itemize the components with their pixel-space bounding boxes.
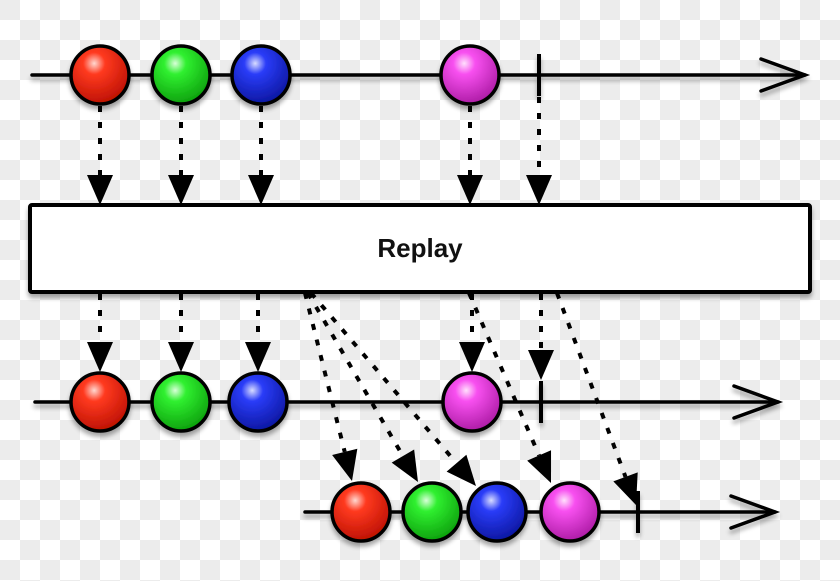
dotted-line	[306, 291, 405, 458]
source-observable	[30, 54, 811, 96]
time-arrow-icon	[759, 57, 811, 93]
marble-green-item	[401, 481, 463, 543]
time-arrow-icon	[729, 494, 781, 530]
completion-arrow	[528, 294, 554, 380]
arrowhead-icon	[332, 448, 358, 481]
arrowhead-icon	[245, 342, 271, 372]
marble-green-item	[150, 371, 212, 433]
arrowhead-icon	[87, 175, 113, 205]
dotted-line	[467, 292, 541, 457]
arrowhead-icon	[527, 450, 552, 483]
emission-arrow	[457, 106, 483, 205]
marble-magenta-item	[441, 371, 503, 433]
arrowhead-icon	[168, 342, 194, 372]
arrowhead-icon	[526, 175, 552, 205]
emission-arrow	[459, 294, 485, 372]
emission-arrow	[168, 294, 194, 372]
marble-red-item	[330, 481, 392, 543]
arrowhead-icon	[391, 449, 418, 482]
marble-magenta-item	[439, 44, 501, 106]
arrowhead-icon	[459, 342, 485, 372]
emission-arrow	[245, 294, 271, 372]
emission-arrow	[87, 106, 113, 205]
marble-green-item	[150, 44, 212, 106]
marble-red-item	[69, 44, 131, 106]
emission-arrow	[87, 294, 113, 372]
replay-operator-box	[28, 203, 812, 294]
arrowhead-icon	[457, 175, 483, 205]
early-subscriber-timeline	[33, 381, 784, 423]
arrowhead-icon	[613, 472, 638, 505]
replay-arrow	[309, 291, 476, 486]
emission-arrow	[248, 106, 274, 205]
completion-arrow	[526, 97, 552, 205]
marble-blue-item	[230, 44, 292, 106]
replay-arrow	[467, 292, 552, 483]
dotted-line	[555, 292, 628, 478]
emission-arrow	[168, 106, 194, 205]
marble-blue-item	[227, 371, 289, 433]
dotted-line	[303, 292, 347, 453]
dotted-line	[309, 291, 459, 465]
arrowhead-icon	[528, 350, 554, 380]
marble-blue-item	[466, 481, 528, 543]
arrowhead-icon	[248, 175, 274, 205]
replay-arrow	[303, 292, 358, 481]
marble-magenta-item	[539, 481, 601, 543]
arrowhead-icon	[168, 175, 194, 205]
arrowhead-icon	[446, 454, 476, 486]
time-arrow-icon	[732, 384, 784, 420]
completion-arrow	[555, 292, 638, 505]
marble-red-item	[69, 371, 131, 433]
replay-arrow	[306, 291, 418, 482]
arrowhead-icon	[87, 342, 113, 372]
